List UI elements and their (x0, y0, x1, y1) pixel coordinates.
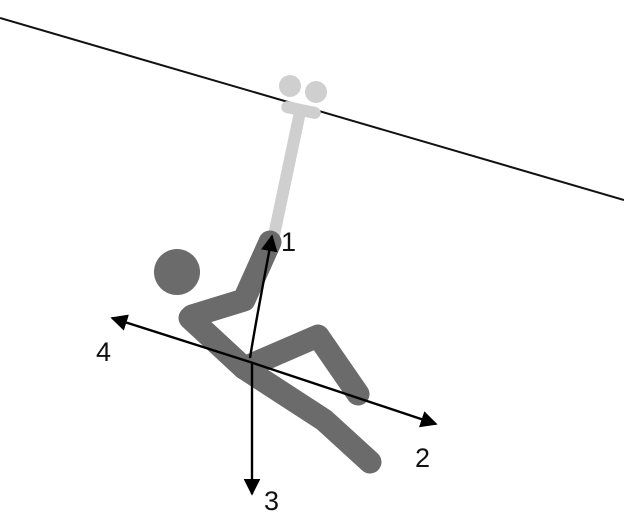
vector-4-arrow (110, 314, 251, 364)
vector-2-label: 2 (415, 443, 430, 473)
rider-torso (178, 306, 256, 380)
rider-upper-leg (232, 324, 370, 406)
rider-head (154, 249, 200, 295)
rider-figure (154, 230, 382, 474)
vector-2-arrow (249, 360, 438, 428)
rider-arm (180, 230, 282, 328)
vector-1-label: 1 (281, 227, 296, 257)
vector-1-arrow (248, 234, 278, 359)
vector-4-label: 4 (96, 337, 111, 367)
rider-lower-leg (232, 356, 382, 474)
tether-strap (267, 106, 306, 246)
vector-3-label: 3 (264, 486, 279, 516)
force-vectors (110, 234, 438, 496)
